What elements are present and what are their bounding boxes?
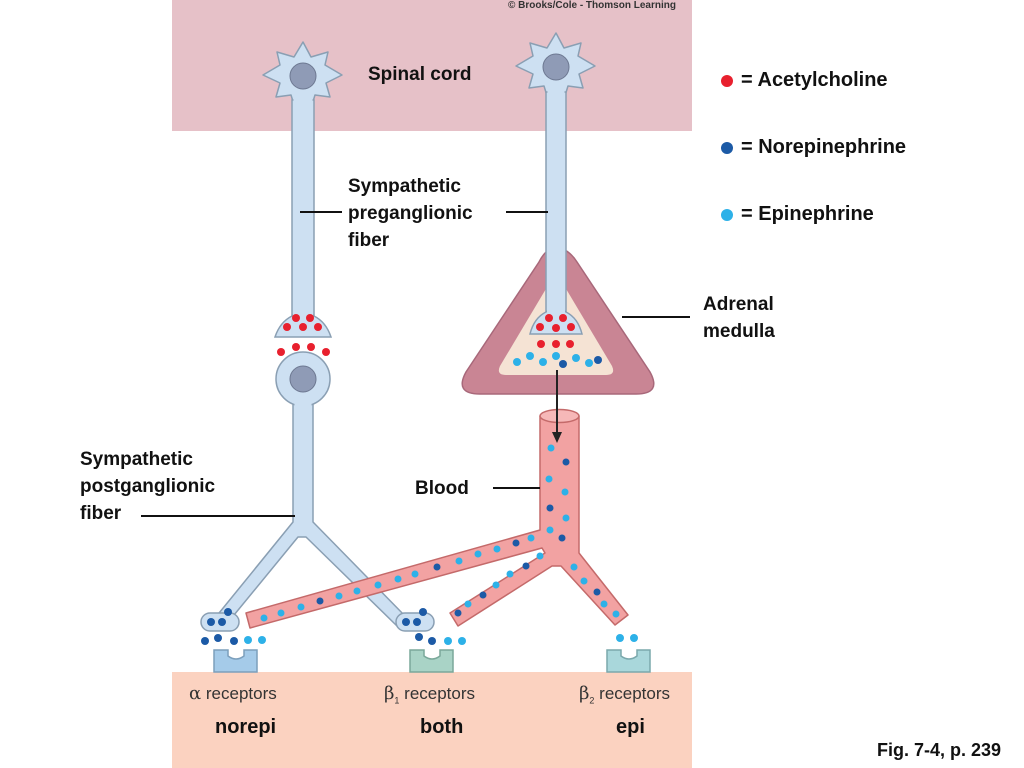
leader-lines [141,211,690,517]
alpha-receptor-word: receptors [205,684,277,703]
adrenal-hormone-granules [513,352,602,368]
beta1-symbol: β [384,683,395,704]
preganglionic-label-line-1: Sympathetic [348,176,461,197]
legend-label-epinephrine: = Epinephrine [741,203,874,225]
left-neuron-nucleus [289,62,317,90]
spinal-cord-region [172,0,692,131]
beta2-effect-label: epi [616,716,645,738]
blood-vessel-opening [539,408,580,424]
beta1-receptor-label: β1 receptors [384,683,475,711]
figure-reference: Fig. 7-4, p. 239 [877,740,1002,760]
beta1-receptor-word: receptors [404,684,476,703]
norepinephrine-release [201,608,436,645]
beta2-receptor-word: receptors [599,684,671,703]
copyright-notice: © Brooks/Cole - Thomson Learning [508,0,676,11]
preganglionic-label-line-3: fiber [348,230,390,251]
right-preganglionic-neuron [515,32,596,335]
postganglionic-label-line-1: Sympathetic [80,449,193,470]
alpha-receptor-shape [213,649,258,673]
adrenal-secretion-arrow [552,370,562,443]
blood-vessel-wall [245,415,629,629]
red-dot-icon [721,75,733,87]
beta1-effect-label: both [420,716,464,738]
legend-label-acetylcholine: = Acetylcholine [741,69,888,91]
left-acetylcholine-vesicles [277,314,330,356]
beta2-subscript: 2 [589,695,595,706]
adrenal-acetylcholine [536,314,575,348]
alpha-symbol: α [189,683,202,704]
light-blue-dot-icon [721,209,733,221]
right-neuron-nucleus [542,53,570,81]
epinephrine-release [244,634,638,645]
right-preganglionic-axon [545,91,567,317]
postganglionic-label-line-2: postganglionic [80,476,216,497]
legend-label-norepinephrine: = Norepinephrine [741,136,907,158]
blood-hormones [260,444,620,622]
preganglionic-label: Sympathetic preganglionic fiber [348,173,473,254]
postganglionic-axon [214,397,408,627]
beta2-receptor-label: β2 receptors [579,683,670,711]
beta1-receptor-shape [409,649,454,673]
spinal-cord-label: Spinal cord [368,64,472,85]
alpha-receptor-label: α receptors [189,683,277,705]
dark-blue-dot-icon [721,142,733,154]
blood-vessel [245,408,629,629]
postganglionic-label-line-3: fiber [80,503,122,524]
adrenal-medulla-label: Adrenal medulla [703,291,775,345]
receptor-region [172,672,692,768]
adrenal-label-line-2: medulla [703,321,775,342]
preganglionic-label-line-2: preganglionic [348,203,473,224]
adrenal-label-line-1: Adrenal [703,294,774,315]
postganglionic-label: Sympathetic postganglionic fiber [80,446,215,527]
beta2-symbol: β [579,683,590,704]
beta1-subscript: 1 [394,695,400,706]
postganglionic-neuron [200,351,435,632]
alpha-effect-label: norepi [215,716,277,738]
beta2-receptor-shape [606,649,651,673]
blood-label: Blood [415,478,469,499]
postganglionic-nucleus [289,365,317,393]
